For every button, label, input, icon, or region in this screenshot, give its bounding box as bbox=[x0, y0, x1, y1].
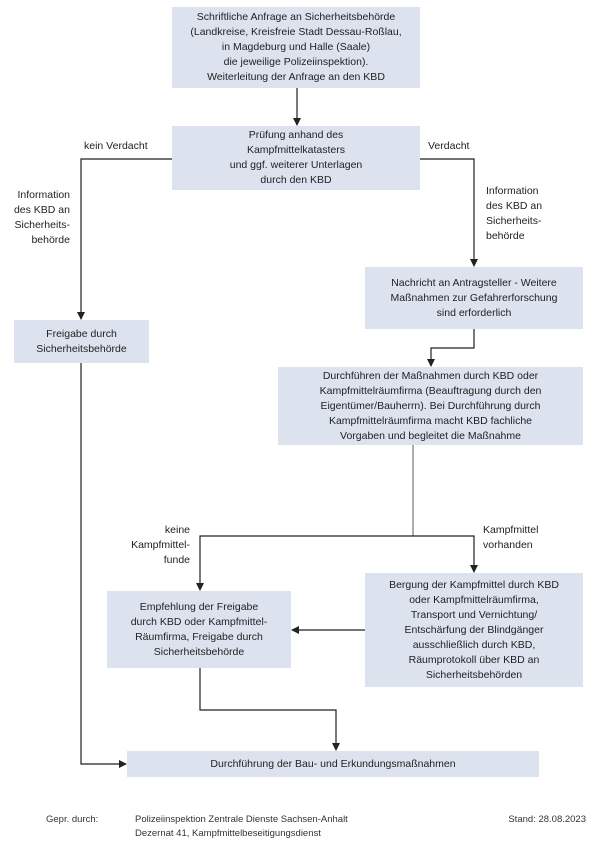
label-info-right: Information des KBD an Sicherheits- behö… bbox=[486, 185, 543, 242]
arrow-finds bbox=[413, 535, 478, 573]
box-check: Prüfung anhand des Kampfmittelkatasters … bbox=[172, 126, 420, 190]
label-info-left: Information des KBD an Sicherheits- behö… bbox=[13, 189, 70, 246]
arrow-no-finds bbox=[196, 535, 413, 591]
box-recommendation: Empfehlung der Freigabe durch KBD oder K… bbox=[107, 591, 291, 668]
box-execution: Durchführung der Bau- und Erkundungsmaßn… bbox=[127, 751, 539, 777]
arrow-suspicion bbox=[420, 158, 478, 267]
footer-date: Stand: 28.08.2023 bbox=[508, 814, 586, 825]
arrow-release-to-execution bbox=[80, 363, 127, 768]
footer-checked-by: Polizeiinspektion Zentrale Dienste Sachs… bbox=[135, 814, 348, 839]
box-measures: Durchführen der Maßnahmen durch KBD oder… bbox=[278, 367, 583, 445]
arrow-no-suspicion bbox=[77, 158, 172, 320]
footer-checked-by-label: Gepr. durch: bbox=[46, 814, 99, 825]
arrow-recommendation-to-execution bbox=[199, 668, 340, 751]
label-finds: Kampfmittel vorhanden bbox=[483, 524, 539, 551]
label-suspicion: Verdacht bbox=[428, 140, 470, 152]
label-no-finds: keine Kampfmittel- funde bbox=[131, 524, 190, 566]
box-release: Freigabe durch Sicherheitsbehörde bbox=[14, 320, 149, 363]
label-no-suspicion: kein Verdacht bbox=[84, 140, 148, 152]
box-request: Schriftliche Anfrage an Sicherheitsbehör… bbox=[172, 7, 420, 88]
box-recovery: Bergung der Kampfmittel durch KBD oder K… bbox=[365, 573, 583, 687]
box-notice: Nachricht an Antragsteller - Weitere Maß… bbox=[365, 267, 583, 329]
arrow-notice-to-measures bbox=[427, 329, 475, 367]
